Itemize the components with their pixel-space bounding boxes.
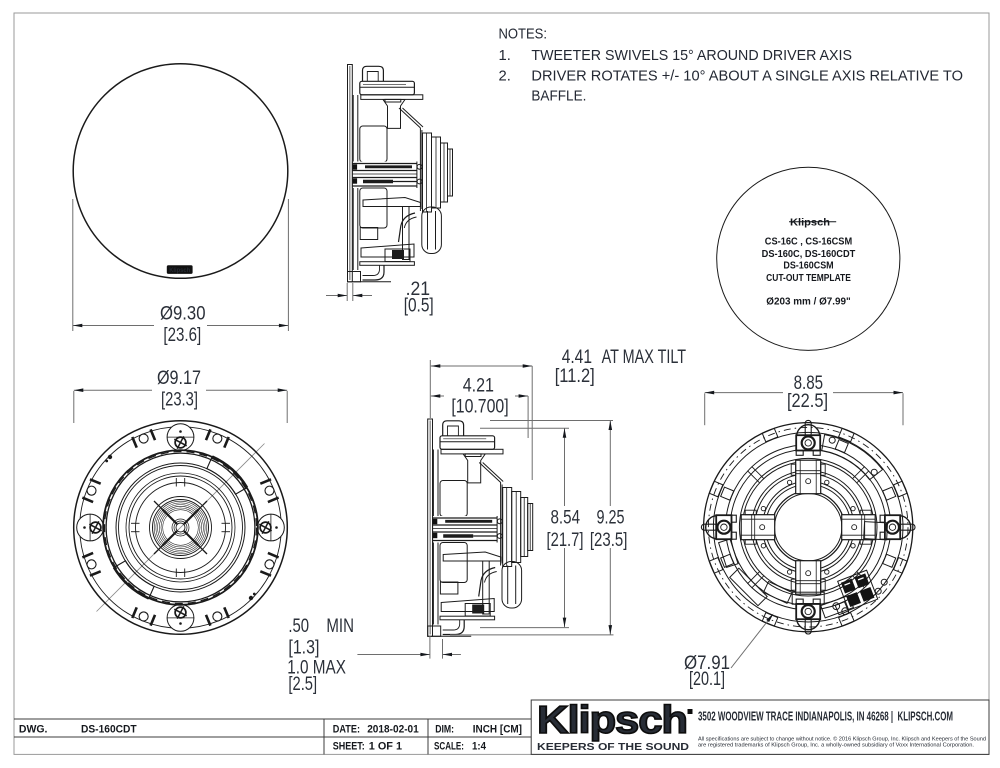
svg-text:CUT-OUT TEMPLATE: CUT-OUT TEMPLATE xyxy=(766,272,851,284)
svg-text:SHEET:: SHEET: xyxy=(333,741,365,753)
svg-text:are registered trademarks of K: are registered trademarks of Klipsch Gro… xyxy=(698,743,974,749)
svg-text:3502 WOODVIEW TRACE INDIANAPOL: 3502 WOODVIEW TRACE INDIANAPOLIS, IN 462… xyxy=(698,710,953,724)
svg-text:[23.3]: [23.3] xyxy=(161,389,198,410)
svg-text:Ø7.91: Ø7.91 xyxy=(684,653,730,674)
svg-text:INCH [CM]: INCH [CM] xyxy=(473,724,522,736)
svg-text:DS-160CSM: DS-160CSM xyxy=(783,260,834,272)
svg-text:[21.7]: [21.7] xyxy=(547,530,584,551)
svg-text:CS-16C , CS-16CSM: CS-16C , CS-16CSM xyxy=(765,236,853,248)
svg-text:[11.2]: [11.2] xyxy=(555,366,595,387)
svg-text:.50: .50 xyxy=(288,616,309,637)
svg-text:[0.5]: [0.5] xyxy=(404,296,434,317)
svg-text:[1.3]: [1.3] xyxy=(288,638,319,659)
svg-text:[23.5]: [23.5] xyxy=(590,530,628,551)
svg-text:NOTES:: NOTES: xyxy=(499,27,548,43)
svg-text:Klipsch: Klipsch xyxy=(790,217,830,229)
svg-text:[2.5]: [2.5] xyxy=(288,674,317,695)
svg-text:DS-160C, DS-160CDT: DS-160C, DS-160CDT xyxy=(762,248,856,260)
svg-text:.21: .21 xyxy=(406,279,431,300)
svg-text:Ø9.30: Ø9.30 xyxy=(160,304,206,325)
svg-text:9.25: 9.25 xyxy=(597,508,625,529)
svg-text:Ø9.17: Ø9.17 xyxy=(157,368,201,389)
svg-text:1 OF 1: 1 OF 1 xyxy=(369,741,402,753)
svg-text:SCALE:: SCALE: xyxy=(434,741,464,753)
svg-text:1.0 MAX: 1.0 MAX xyxy=(287,658,346,679)
svg-text:[20.1]: [20.1] xyxy=(689,669,725,690)
svg-text:1.: 1. xyxy=(499,48,511,64)
svg-text:Klipsch: Klipsch xyxy=(169,267,190,274)
svg-text:DIM:: DIM: xyxy=(435,724,454,736)
svg-text:BAFFLE.: BAFFLE. xyxy=(531,89,586,105)
svg-text:DATE:: DATE: xyxy=(333,724,360,736)
svg-text:DWG.: DWG. xyxy=(19,724,48,736)
svg-text:2018-02-01: 2018-02-01 xyxy=(367,724,419,736)
svg-text:8.54: 8.54 xyxy=(551,508,581,529)
svg-text:All specifications are subject: All specifications are subject to change… xyxy=(698,736,986,743)
svg-text:[10.700]: [10.700] xyxy=(451,397,508,418)
svg-text:[22.5]: [22.5] xyxy=(787,391,828,412)
svg-text:DS-160CDT: DS-160CDT xyxy=(81,724,137,736)
svg-text:KEEPERS OF THE SOUND: KEEPERS OF THE SOUND xyxy=(537,742,689,753)
svg-text:AT MAX TILT: AT MAX TILT xyxy=(602,347,687,368)
svg-text:4.21: 4.21 xyxy=(463,376,494,397)
svg-text:DRIVER ROTATES +/- 10° ABOUT A: DRIVER ROTATES +/- 10° ABOUT A SINGLE AX… xyxy=(531,68,963,84)
svg-text:MIN: MIN xyxy=(326,616,354,637)
svg-text:4.41: 4.41 xyxy=(562,347,592,368)
svg-text:1:4: 1:4 xyxy=(472,741,487,753)
svg-text:[23.6]: [23.6] xyxy=(163,325,201,346)
svg-text:Klipsch: Klipsch xyxy=(537,699,687,742)
svg-text:Ø203 mm / Ø7.99": Ø203 mm / Ø7.99" xyxy=(766,296,850,308)
svg-text:2.: 2. xyxy=(499,68,511,84)
svg-text:8.85: 8.85 xyxy=(794,373,824,394)
svg-text:TWEETER SWIVELS 15° AROUND DRI: TWEETER SWIVELS 15° AROUND DRIVER AXIS xyxy=(531,48,852,64)
